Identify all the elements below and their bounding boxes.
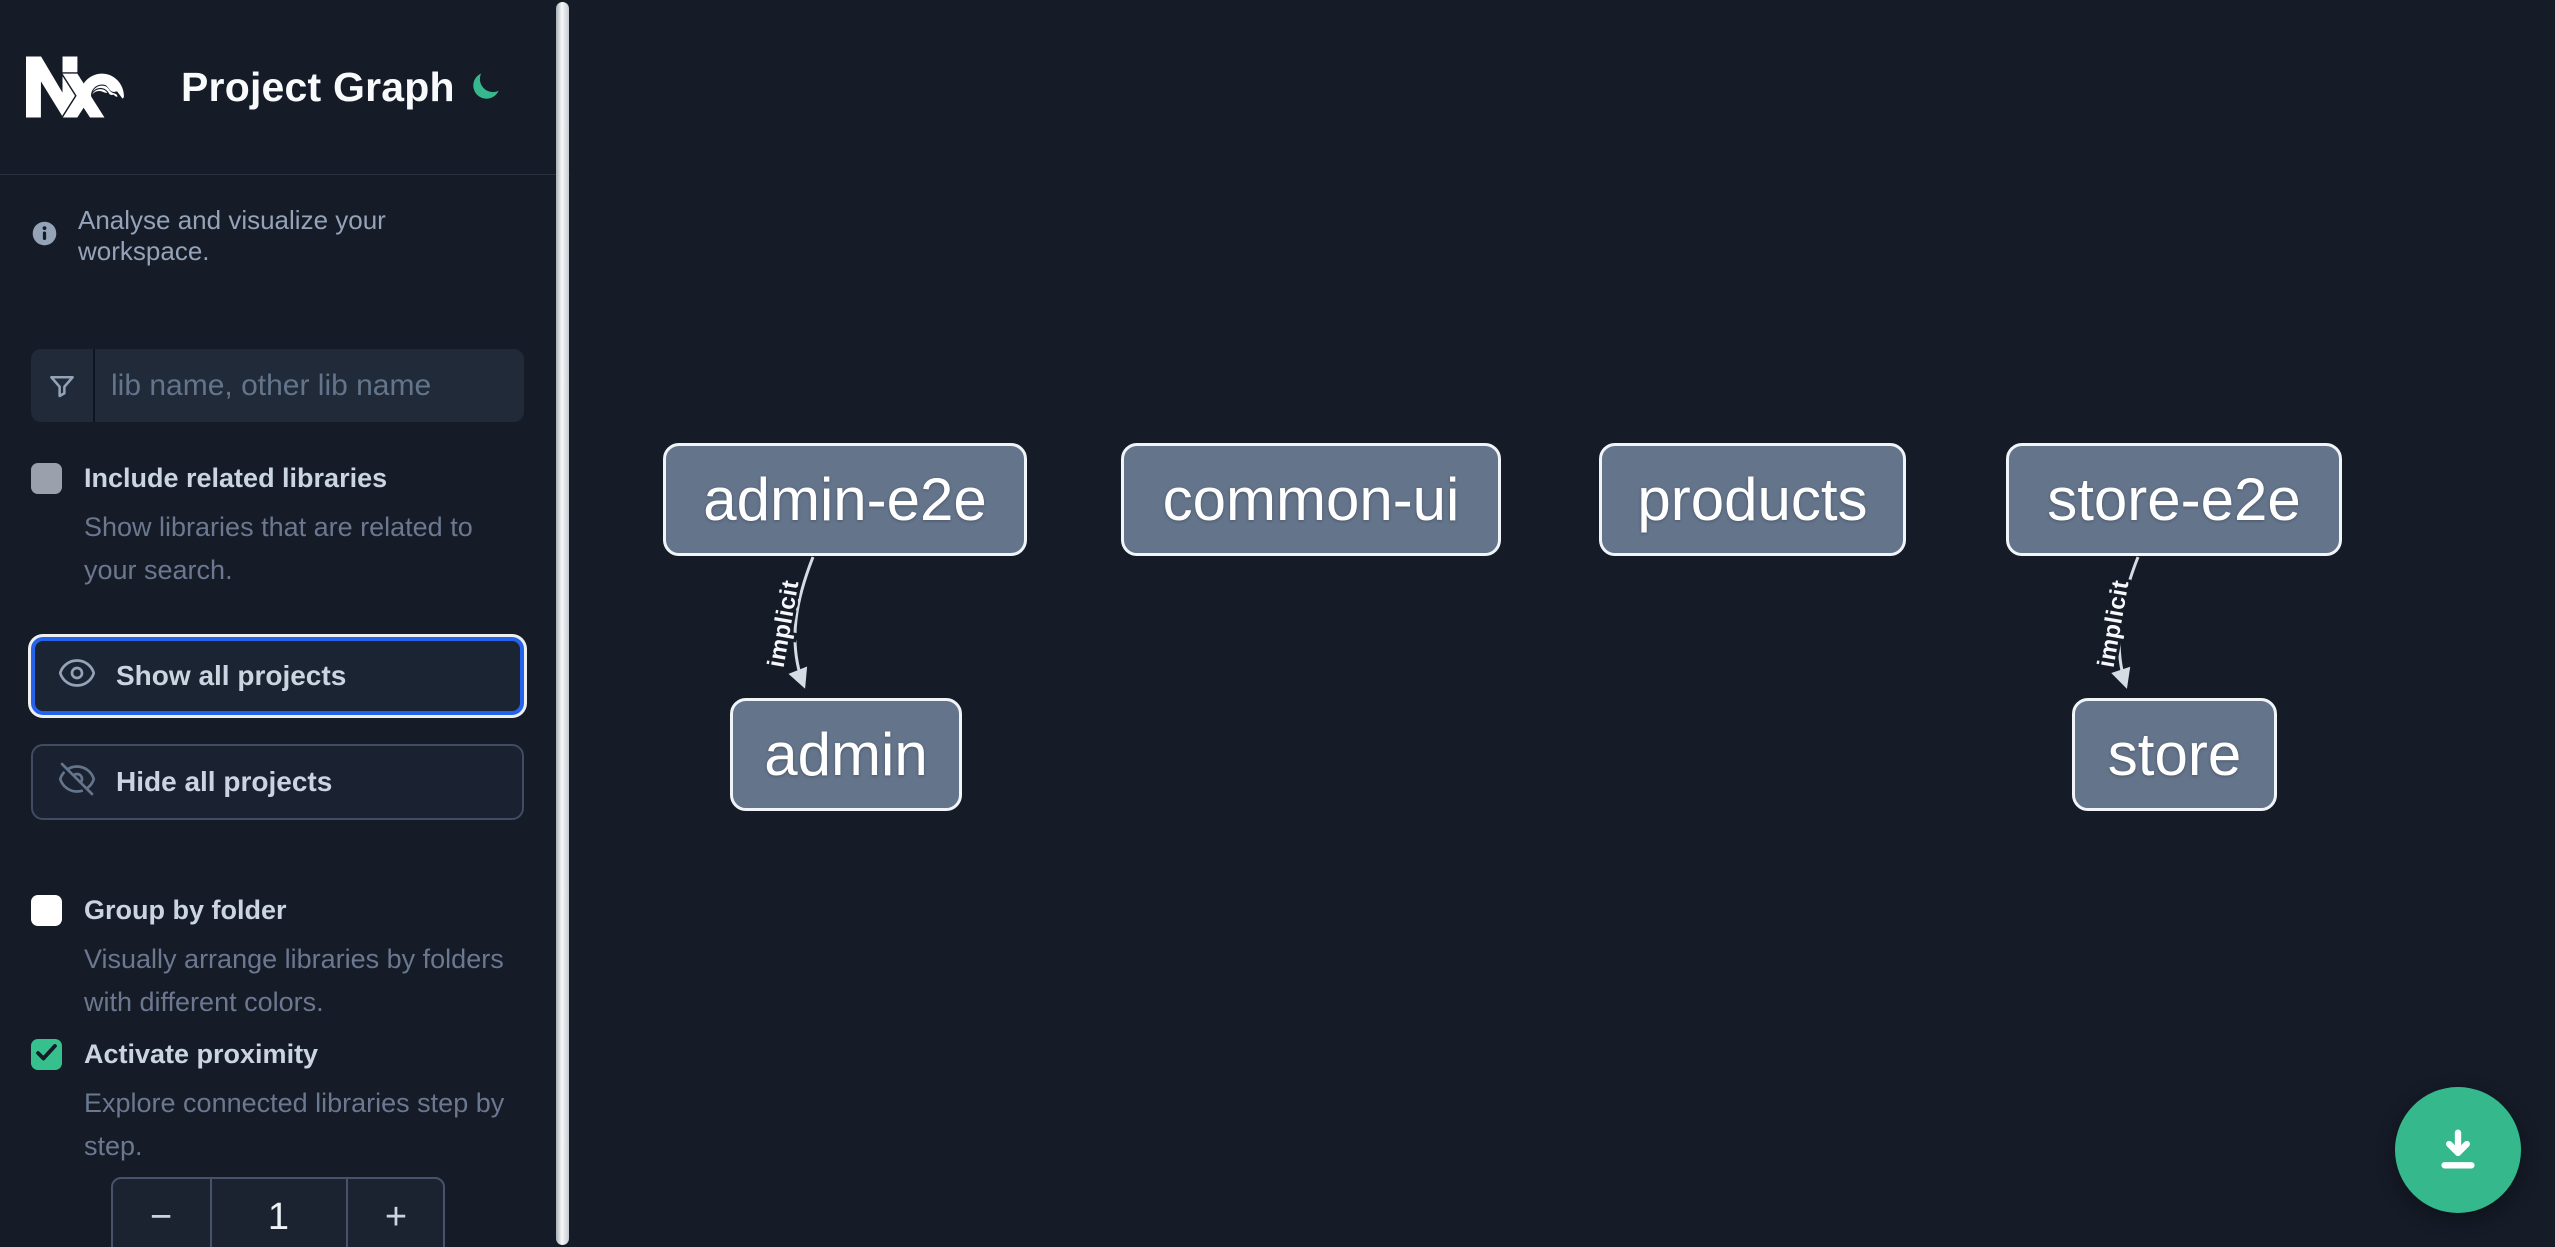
checkbox-description: Explore connected libraries step by step… xyxy=(84,1088,505,1161)
show-all-projects-label: Show all projects xyxy=(116,660,347,691)
download-image-button[interactable] xyxy=(2395,1087,2521,1213)
check-icon xyxy=(33,1039,60,1071)
eye-icon xyxy=(57,653,97,700)
edge-store-e2e-to-store[interactable] xyxy=(2111,556,2140,689)
sidebar-header: Project Graph xyxy=(0,0,570,175)
hide-all-projects-label: Hide all projects xyxy=(116,766,333,797)
workspace-tagline: Analyse and visualize your workspace. xyxy=(78,205,386,266)
graph-node-admin-e2e[interactable]: admin-e2e xyxy=(663,443,1027,556)
checkbox-unchecked[interactable] xyxy=(31,895,62,926)
graph-node-store-e2e[interactable]: store-e2e xyxy=(2006,443,2342,556)
funnel-icon xyxy=(31,349,95,422)
increment-button[interactable]: + xyxy=(348,1179,445,1247)
search-filter xyxy=(31,349,524,422)
checkbox-description: Visually arrange libraries by folders wi… xyxy=(84,944,504,1017)
graph-node-products[interactable]: products xyxy=(1599,443,1906,556)
nx-logo-icon xyxy=(26,38,124,136)
download-icon xyxy=(2435,1125,2481,1176)
graph-node-store[interactable]: store xyxy=(2072,698,2277,811)
page-title: Project Graph xyxy=(181,63,455,110)
eye-off-icon xyxy=(57,759,97,806)
checkbox-activate-proximity[interactable]: Activate proximity Explore connected lib… xyxy=(31,1039,524,1168)
checkbox-label: Activate proximity xyxy=(84,1039,319,1069)
hide-all-projects-button[interactable]: Hide all projects xyxy=(31,744,524,820)
search-input[interactable] xyxy=(95,349,524,422)
edge-label-implicit: implicit xyxy=(2093,578,2135,669)
checkbox-unchecked[interactable] xyxy=(31,463,62,494)
checkbox-checked[interactable] xyxy=(31,1039,62,1070)
info-circle-icon xyxy=(31,220,58,252)
graph-node-common-ui[interactable]: common-ui xyxy=(1121,443,1501,556)
checkbox-label: Group by folder xyxy=(84,895,287,925)
show-all-projects-button[interactable]: Show all projects xyxy=(31,637,524,715)
theme-toggle-button[interactable] xyxy=(469,70,503,104)
checkbox-label: Include related libraries xyxy=(84,463,388,493)
graph-node-admin[interactable]: admin xyxy=(730,698,962,811)
stepper-value: 1 xyxy=(209,1179,348,1247)
edge-admin-e2e-to-admin[interactable] xyxy=(788,556,815,689)
checkbox-group-by-folder[interactable]: Group by folder Visually arrange librari… xyxy=(31,895,524,1024)
checkbox-include-related-libraries[interactable]: Include related libraries Show libraries… xyxy=(31,463,524,592)
edge-layer: implicit implicit xyxy=(760,556,2140,689)
edge-label-implicit: implicit xyxy=(763,578,805,669)
sidebar: Project Graph Analyse and visualize your… xyxy=(0,0,570,1247)
checkbox-description: Show libraries that are related to your … xyxy=(84,512,473,585)
decrement-button[interactable]: − xyxy=(113,1179,210,1247)
workspace-tagline-row: Analyse and visualize your workspace. xyxy=(31,205,524,267)
proximity-depth-stepper: − 1 + xyxy=(110,1177,445,1247)
graph-canvas[interactable]: implicit implicit admin-e2e common-ui pr… xyxy=(570,0,2555,1247)
moon-icon xyxy=(470,69,503,105)
sidebar-scrollbar-thumb[interactable] xyxy=(556,2,569,1245)
